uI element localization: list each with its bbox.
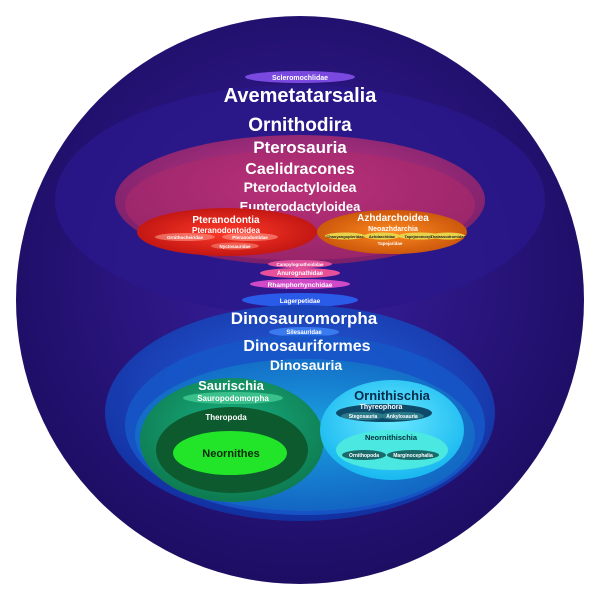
marginocephalia-ellipse [387, 450, 439, 460]
azhdarchoidea-ellipse [317, 210, 467, 254]
eupterodactyloidea-label: Eupterodactyloidea [240, 199, 361, 214]
pteranodontoidea-label: Pteranodontoidea [192, 226, 261, 235]
tapejaromorpha-ellipse [398, 232, 442, 240]
pterodactyloidea-label: Pterodactyloidea [244, 179, 357, 195]
ornithopoda-label: Ornithopoda [349, 453, 379, 459]
stegosauria-label: Stegosauria [349, 414, 378, 420]
thalassodromidae-ellipse [431, 232, 465, 240]
pteranodontidae-ellipse [222, 233, 278, 241]
thyreophora-label: Thyreophora [360, 404, 403, 411]
thalassodromidae-label: Thalassodromidae [430, 234, 466, 239]
theropoda-label: Theropoda [205, 413, 247, 422]
neornithischia-label: Neornithischia [365, 433, 418, 442]
pteranodontia-ellipse [137, 208, 317, 256]
pterosauria-label: Pterosauria [253, 138, 347, 157]
silesauridae-ellipse [269, 327, 339, 337]
scleromochlidae-label: Scleromochlidae [272, 75, 328, 82]
dinosauromorpha-label: Dinosauromorpha [231, 309, 378, 328]
campylognathoididae-ellipse [268, 260, 332, 268]
campylognathoididae-label: Campylognathoididae [276, 262, 324, 267]
nyctosauridae-label: Nyctosauridae [219, 244, 251, 249]
lagerpetidae-label: Lagerpetidae [280, 298, 321, 305]
ornithodira-label: Ornithodira [248, 115, 352, 136]
dinosauriformes-label: Dinosauriformes [243, 338, 370, 355]
avemetatarsalia-label: Avemetatarsalia [224, 85, 378, 107]
pteranodontidae-label: Pteranodontidae [232, 235, 268, 240]
ornithopoda-ellipse [342, 450, 386, 460]
silesauridae-label: Silesauridae [286, 330, 322, 336]
ornithocheiridae-ellipse [155, 233, 215, 241]
tapejaridae-label: Tapejaridae [378, 241, 403, 246]
pteranodontia-label: Pteranodontia [192, 215, 260, 226]
neoazhdarchia-label: Neoazhdarchia [368, 226, 418, 233]
rhamphorhynchidae-ellipse [250, 279, 350, 289]
neornithes-ellipse [173, 431, 287, 475]
saurischia-label: Saurischia [198, 378, 265, 393]
ankylosauria-label: Ankylosauria [386, 414, 418, 420]
scleromochlidae-ellipse [245, 71, 355, 83]
rhamphorhynchidae-label: Rhamphorhynchidae [268, 282, 333, 289]
azhdarchidae-ellipse [364, 232, 400, 240]
anurognathidae-label: Anurognathidae [277, 271, 324, 277]
tapejaromorpha-label: Tapejaromorpha [404, 234, 436, 239]
azhdarchidae-label: Azhdarchidae [369, 234, 396, 239]
chaoyangopteridae-label: Chaoyangopteridae [326, 234, 364, 239]
caelidracones-label: Caelidracones [245, 161, 354, 178]
neornithes-label: Neornithes [202, 448, 259, 460]
azhdarchoidea-label: Azhdarchoidea [357, 213, 429, 224]
ornithischia-label: Ornithischia [354, 388, 431, 403]
marginocephalia-label: Marginocephalia [393, 453, 433, 459]
ornithocheiridae-label: Ornithocheiridae [167, 235, 204, 240]
anurognathidae-ellipse [260, 268, 340, 278]
sauropodomorpha-label: Sauropodomorpha [197, 394, 269, 403]
chaoyangopteridae-ellipse [325, 232, 365, 240]
lagerpetidae-ellipse [242, 293, 358, 307]
stegosauria-ellipse [341, 412, 385, 420]
dinosauria-label: Dinosauria [270, 357, 343, 373]
nyctosauridae-ellipse [211, 242, 259, 250]
ankylosauria-ellipse [380, 412, 424, 420]
sauropodomorpha-ellipse [183, 392, 283, 404]
